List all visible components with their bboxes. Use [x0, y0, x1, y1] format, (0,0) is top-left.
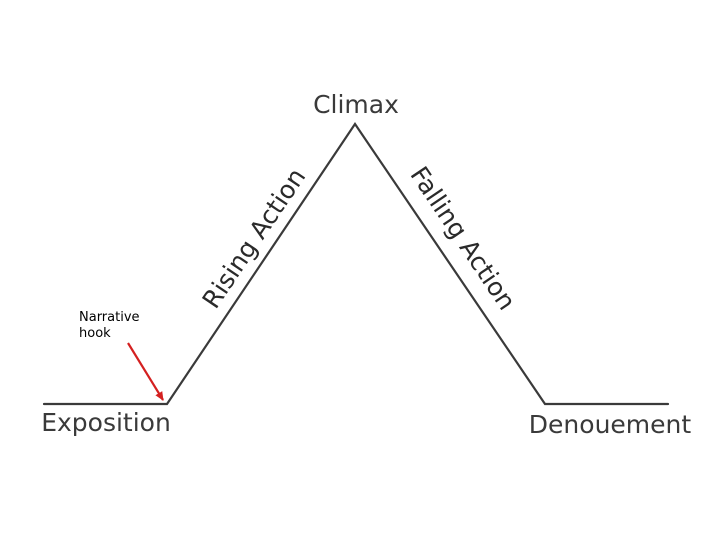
- plot-line: [42, 122, 670, 406]
- narrative-hook-line-1: Narrative: [79, 310, 140, 325]
- climax-label: Climax: [313, 90, 399, 119]
- narrative-hook-arrow: [127, 342, 164, 401]
- falling-action-label: Falling Action: [405, 161, 522, 315]
- narrative-hook-annotation: Narrative hook: [79, 310, 140, 342]
- narrative-hook-line-2: hook: [79, 326, 111, 341]
- rising-action-label: Rising Action: [197, 163, 312, 314]
- exposition-label: Exposition: [41, 408, 171, 437]
- denouement-label: Denouement: [529, 410, 692, 439]
